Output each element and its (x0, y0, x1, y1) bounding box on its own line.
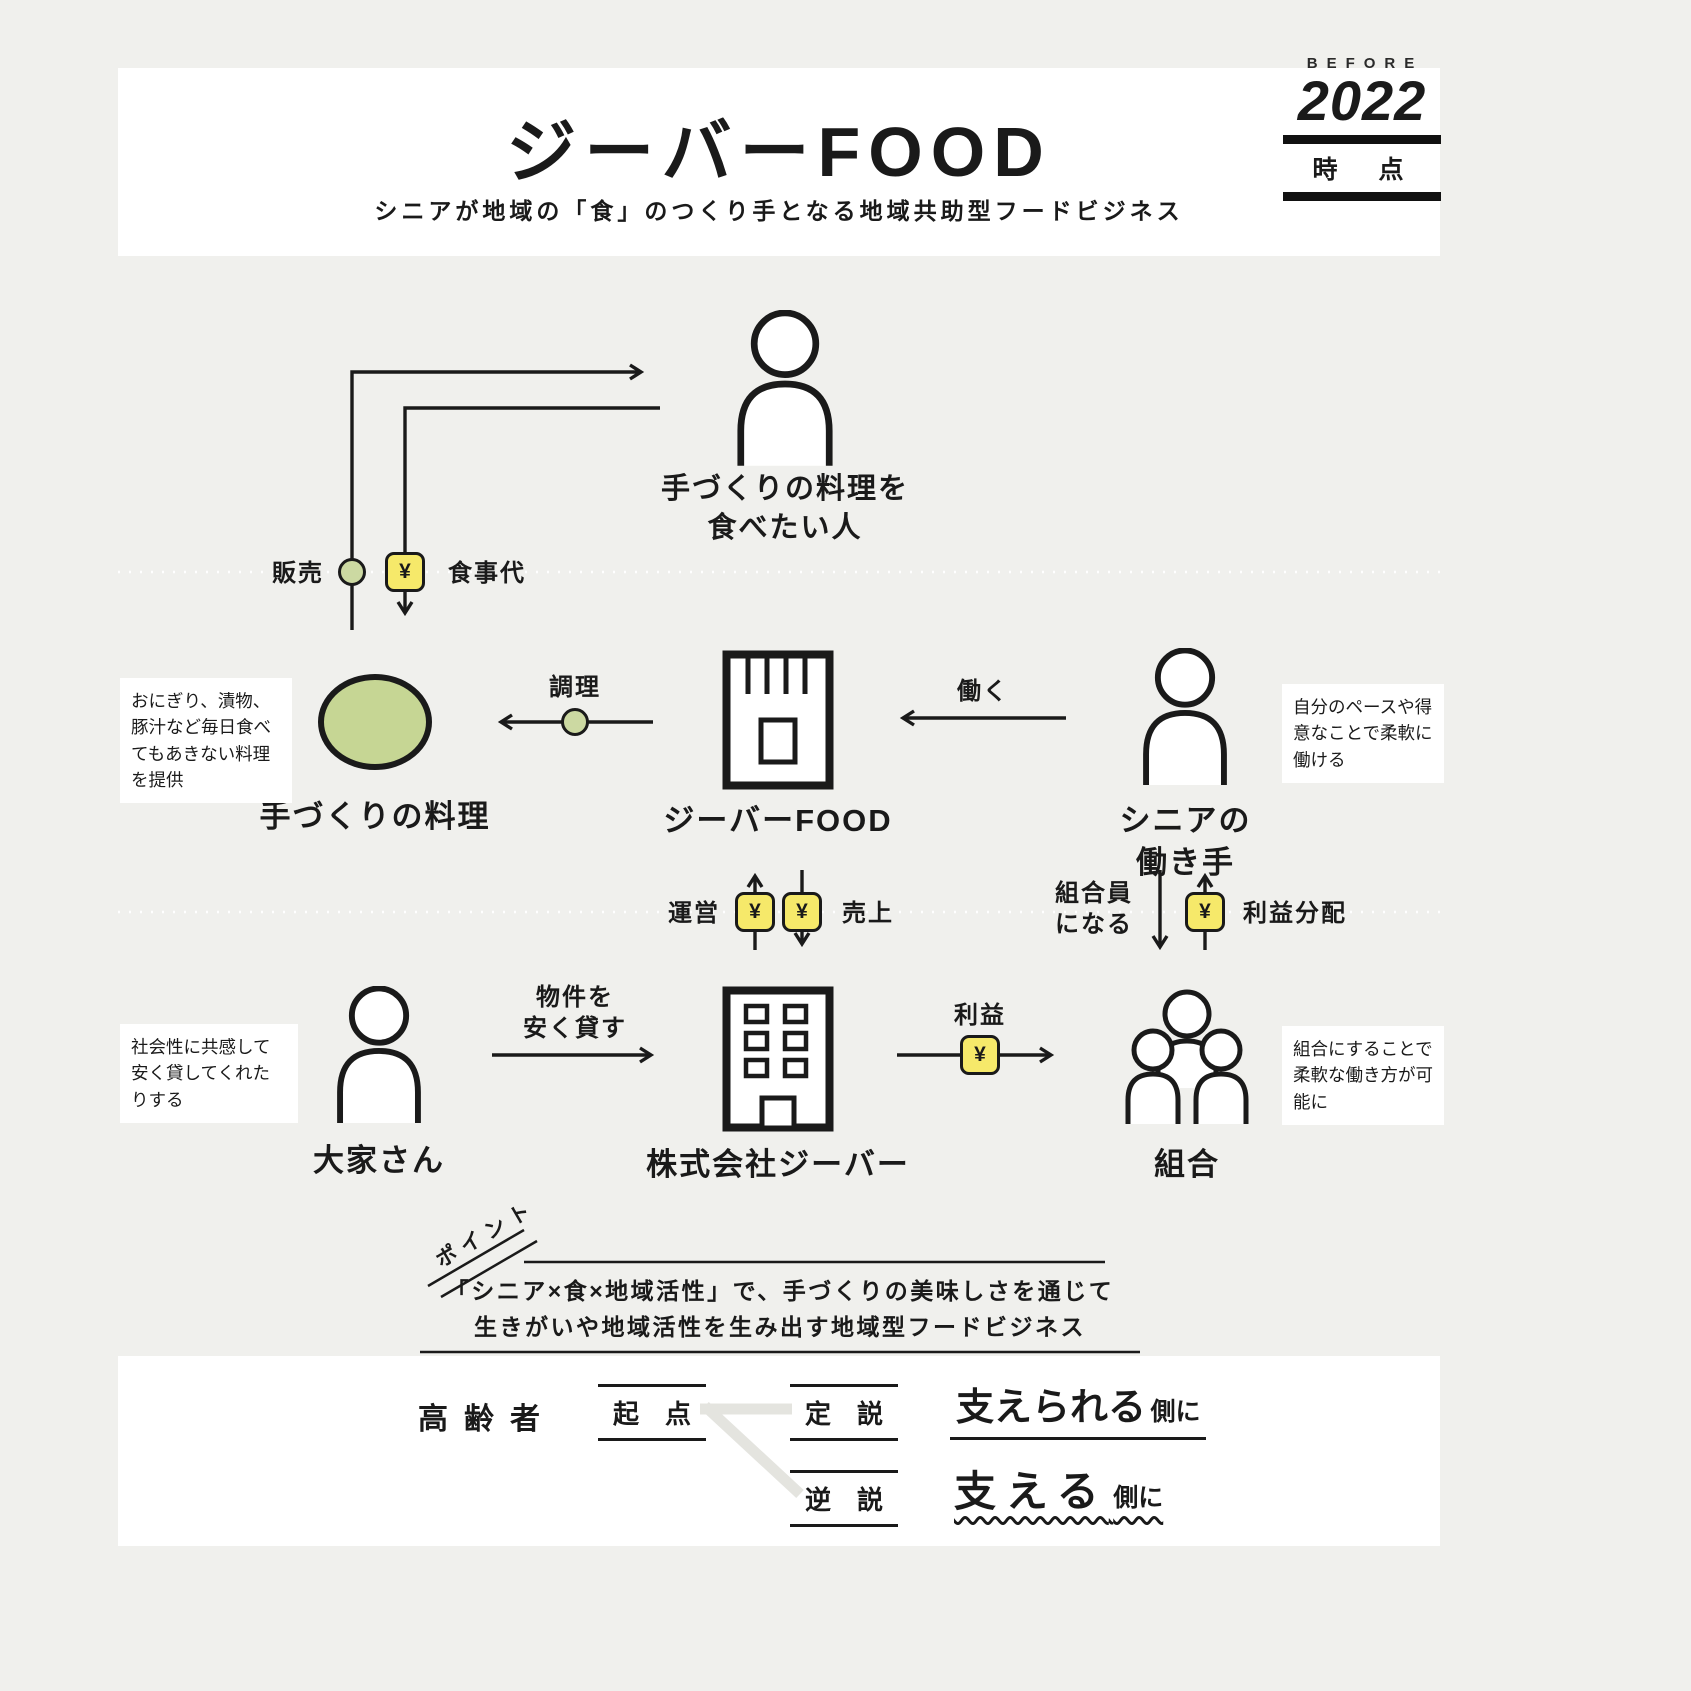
landlord-person-icon (337, 986, 421, 1123)
operate-yen-icon: ¥ (735, 892, 775, 932)
eater-person-icon (737, 310, 833, 466)
cook-dot-icon (561, 708, 589, 736)
badge-time-label: 時 点 (1312, 155, 1412, 184)
before-2022-badge: BEFORE 2022 時 点 (1283, 55, 1441, 205)
edge-label-operate: 運営 (668, 900, 720, 927)
thesis-box: 定 説 (790, 1384, 898, 1441)
profit-share-yen-icon: ¥ (1185, 892, 1225, 932)
edge-label-join-union: 組合員 になる (1055, 880, 1133, 939)
office-building-icon (722, 986, 834, 1132)
antithesis-box: 逆 説 (790, 1470, 898, 1527)
sales-yen-icon: ¥ (782, 892, 822, 932)
page-title: ジーバーFOOD (506, 113, 1052, 191)
edge-label-sell: 販売 (272, 560, 324, 587)
node-label-company: 株式会社ジーバー (646, 1147, 910, 1182)
edge-label-cook: 調理 (549, 674, 601, 701)
storefront-icon (722, 650, 834, 790)
sell-dot-icon (338, 558, 366, 586)
badge-year: 2022 (1297, 69, 1427, 132)
thesis-main: 支えられる (956, 1387, 1147, 1429)
arrow-meal-fee (396, 406, 660, 617)
edge-label-profit-share: 利益分配 (1243, 900, 1347, 927)
page-subtitle: シニアが地域の「食」のつくり手となる地域共助型フードビジネス (374, 198, 1184, 224)
node-label-food: 手づくりの料理 (259, 799, 491, 834)
point-rules (420, 1228, 1140, 1354)
point-diagonal-2 (440, 1239, 538, 1299)
conclusion-subject: 高齢者 (418, 1403, 556, 1436)
union-group-icon (1125, 989, 1249, 1124)
meal-fee-yen-icon: ¥ (385, 552, 425, 592)
edge-label-lease: 物件を 安く貸す (523, 984, 627, 1043)
callout-food: おにぎり、漬物、豚汁など毎日食べてもあきない料理を提供 (120, 678, 292, 803)
callout-union: 組合にすることで柔軟な働き方が可能に (1282, 1026, 1444, 1125)
senior-person-icon (1143, 648, 1227, 785)
point-line1: 「シニア×食×地域活性」で、手づくりの美味しさを通じて (445, 1278, 1115, 1304)
conclusion-connectors (700, 1401, 804, 1499)
food-ellipse-icon (318, 674, 432, 770)
thesis-text: 支えられる 側に (950, 1376, 1207, 1440)
badge-top-bar (1283, 134, 1441, 144)
arrow-sell (350, 363, 645, 630)
antithesis-suffix: 側に (1113, 1484, 1164, 1512)
node-label-landlord: 大家さん (313, 1143, 445, 1178)
badge-before-label: BEFORE (1306, 55, 1424, 72)
edge-label-work: 働く (957, 678, 1009, 705)
node-label-jeeber-food: ジーバーFOOD (663, 803, 893, 838)
edge-label-meal-fee: 食事代 (448, 560, 526, 587)
point-line2: 生きがいや地域活性を生み出す地域型フードビジネス (474, 1314, 1086, 1340)
callout-landlord: 社会性に共感して安く貸してくれたりする (120, 1024, 298, 1123)
thesis-suffix: 側に (1150, 1398, 1201, 1426)
badge-bottom-bar (1283, 191, 1441, 201)
antithesis-text: 支える 側に (950, 1458, 1167, 1519)
edge-label-sales: 売上 (842, 900, 894, 927)
point-diagonal-1 (427, 1228, 525, 1288)
node-label-eater: 手づくりの料理を 食べたい人 (660, 473, 909, 545)
header-panel (118, 68, 1440, 256)
node-label-union: 組合 (1154, 1147, 1220, 1182)
node-label-senior: シニアの 働き手 (1119, 803, 1252, 880)
profit-yen-icon: ¥ (960, 1035, 1000, 1075)
connector-antithesis (701, 1401, 804, 1499)
antithesis-main: 支える (954, 1468, 1109, 1515)
callout-senior: 自分のペースや得意なことで柔軟に働ける (1282, 684, 1444, 783)
origin-box: 起 点 (598, 1384, 706, 1441)
edge-label-profit: 利益 (954, 1002, 1006, 1029)
conclusion-panel (118, 1356, 1440, 1546)
